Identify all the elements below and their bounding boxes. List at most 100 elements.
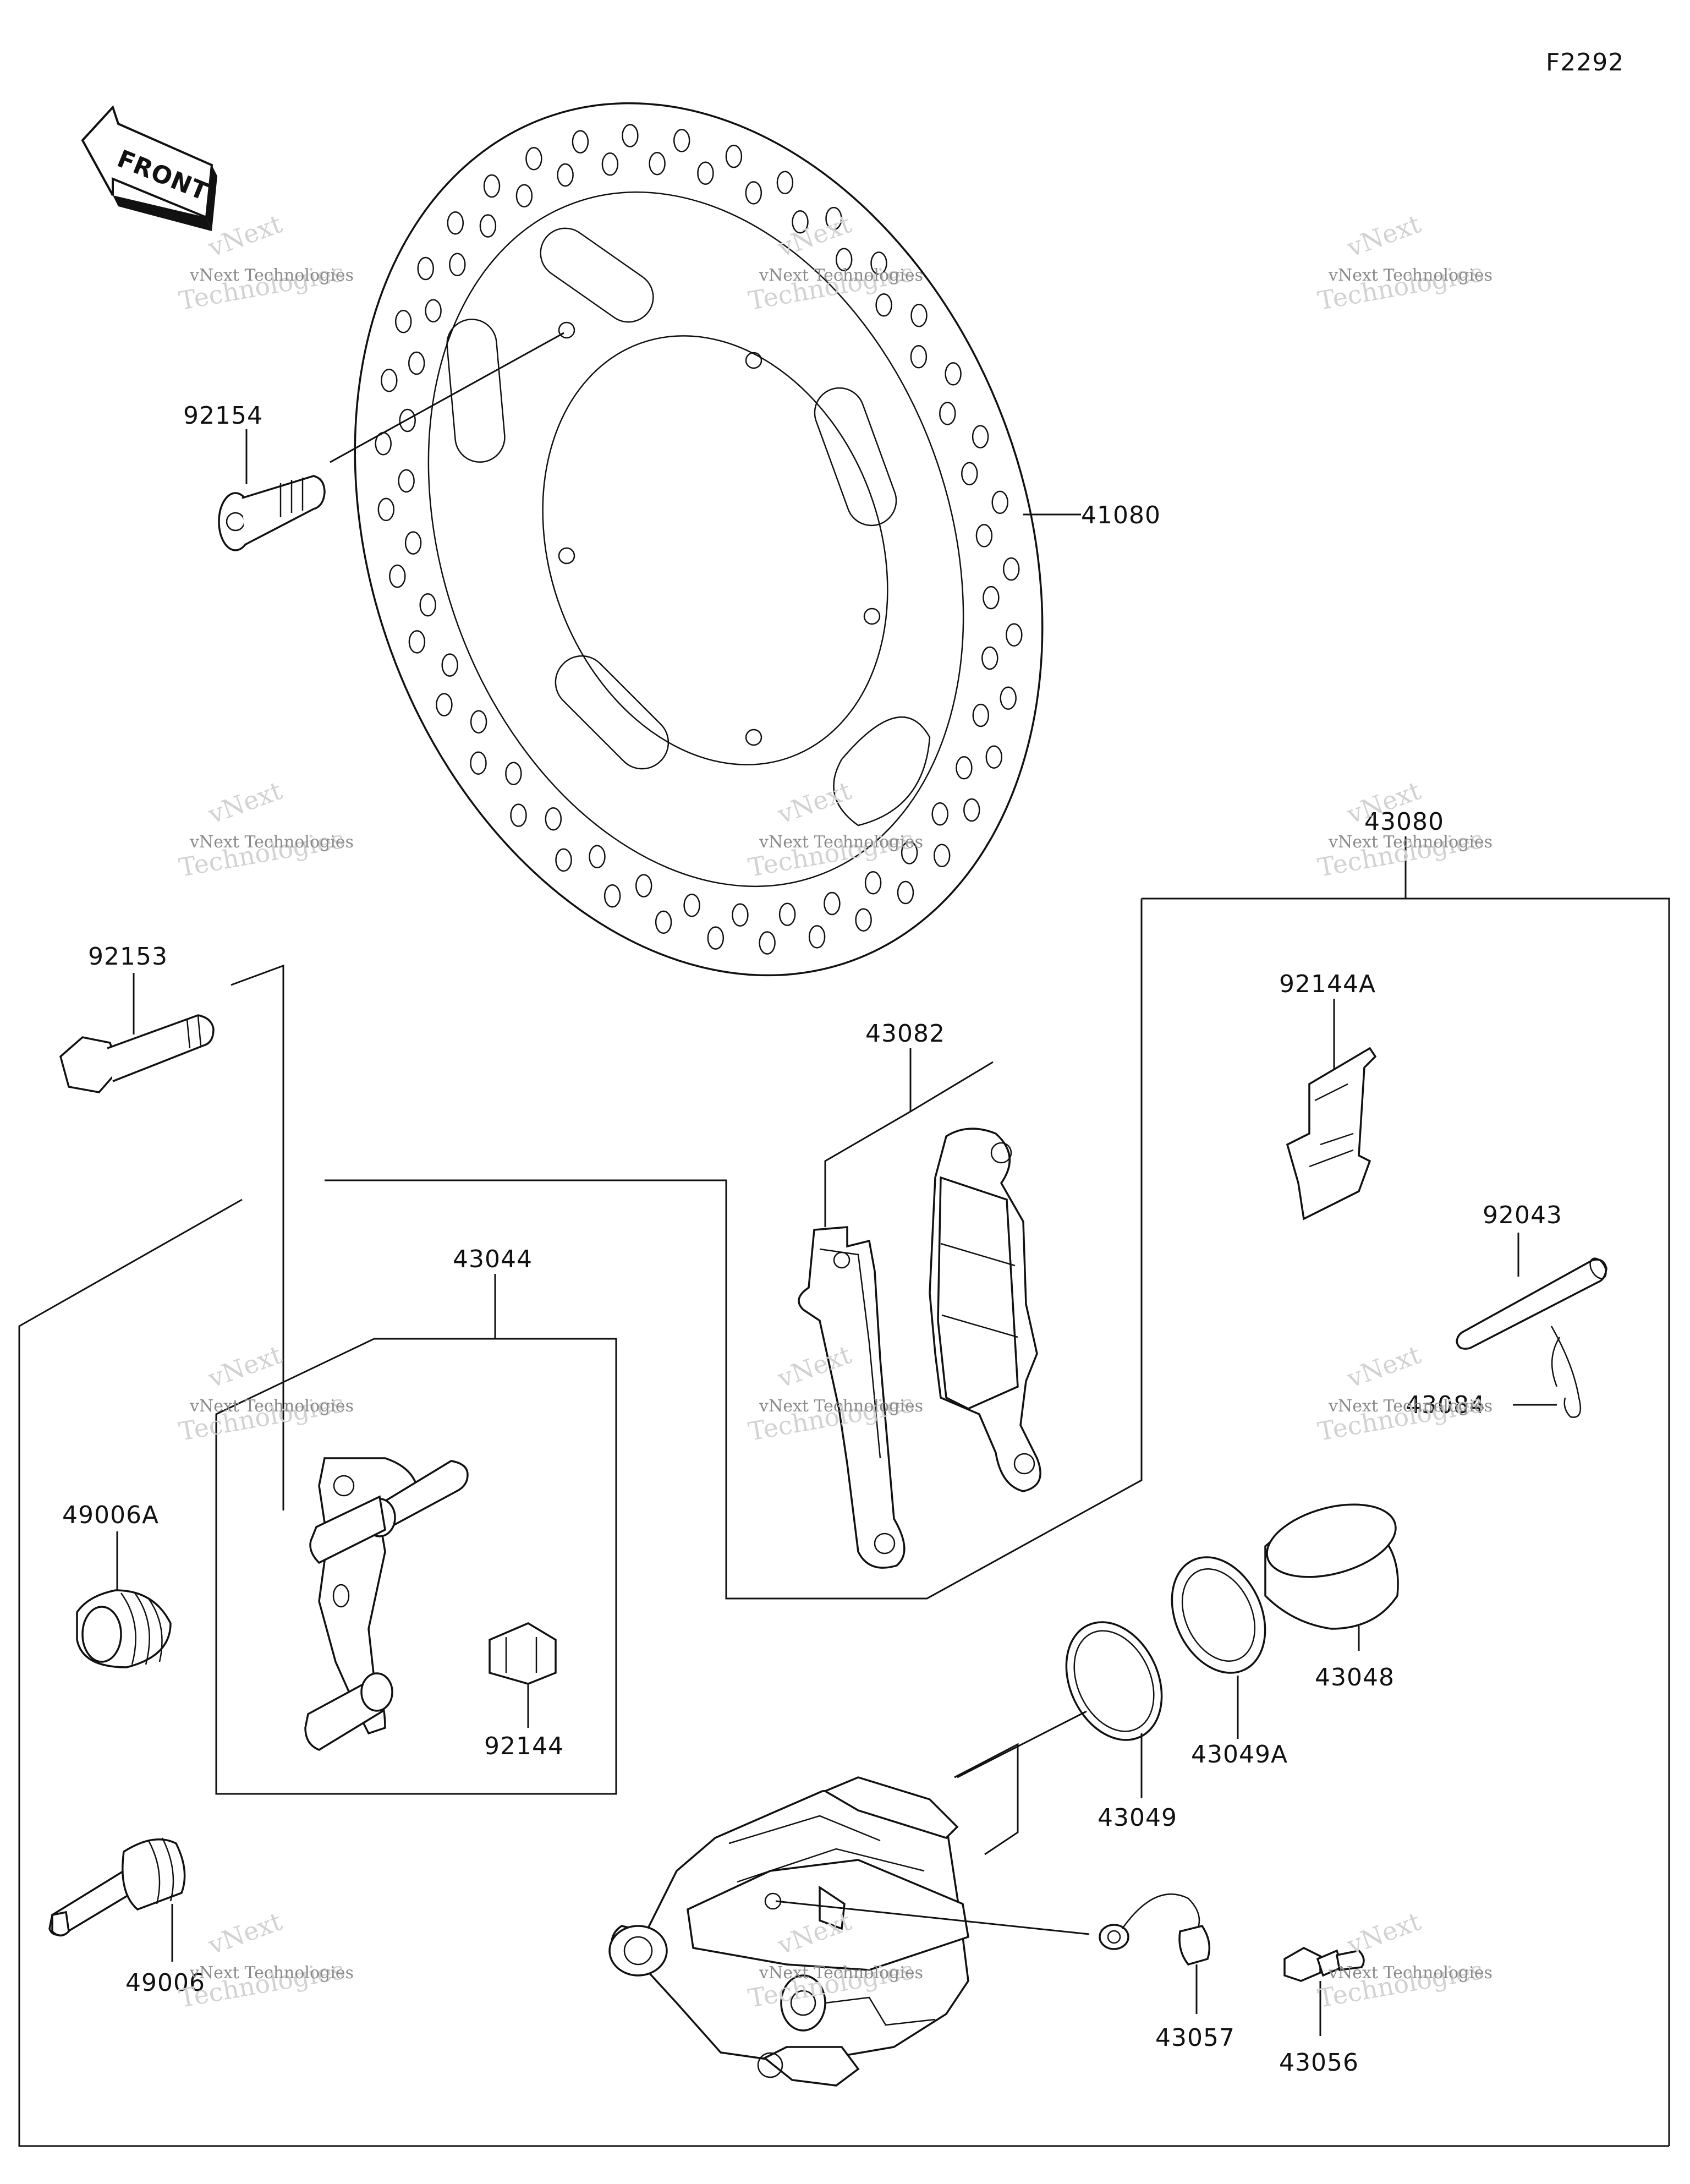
disc-hole <box>910 345 928 369</box>
brake-disc[interactable] <box>238 6 1160 1073</box>
label-43084: 43084 <box>1406 1391 1485 1419</box>
disc-hole <box>525 147 542 171</box>
pad-spring-92144[interactable] <box>489 1622 557 1685</box>
label-43080: 43080 <box>1364 808 1444 836</box>
watermark-vnext: vNext <box>1343 1339 1425 1393</box>
watermark-small: vNext Technologies <box>759 266 923 285</box>
rubber-boot-49006A[interactable] <box>76 1589 172 1668</box>
disc-hole <box>408 351 425 375</box>
pad-pin[interactable] <box>1456 1256 1609 1350</box>
leader-caliper-bleeder <box>775 1900 1090 1935</box>
disc-hole <box>855 908 872 932</box>
disc-hole <box>683 894 700 917</box>
leader-43082-a <box>824 1048 912 1227</box>
label-43057: 43057 <box>1155 2024 1235 2052</box>
slide-pin-boot-49006[interactable] <box>48 1837 186 1937</box>
disc-hole <box>381 369 398 392</box>
brake-pad-right[interactable] <box>929 1127 1041 1492</box>
disc-bolt[interactable] <box>218 475 326 551</box>
disc-hole <box>425 299 442 322</box>
watermark-small: vNext Technologies <box>1328 1397 1493 1416</box>
front-arrow-icon: FRONT <box>81 105 217 231</box>
label-49006A: 49006A <box>62 1501 159 1529</box>
label-43056: 43056 <box>1279 2049 1359 2077</box>
disc-hole <box>408 630 426 654</box>
watermark-small: vNext Technologies <box>1328 266 1493 285</box>
disc-hole <box>398 469 415 493</box>
disc-hole <box>975 524 993 548</box>
label-92144: 92144 <box>484 1732 564 1760</box>
label-92154: 92154 <box>183 402 263 430</box>
caliper-bracket[interactable] <box>304 1457 469 1751</box>
watermark-small: vNext Technologies <box>759 1963 923 1983</box>
leader-caliper-seal-line <box>957 1710 1087 1778</box>
watermark-small: vNext Technologies <box>189 1963 354 1983</box>
brake-pad-left[interactable] <box>798 1226 906 1569</box>
label-49006: 49006 <box>125 1969 205 1997</box>
dust-seal[interactable] <box>1154 1542 1283 1688</box>
disc-hole <box>776 171 794 195</box>
watermark-vnext: vNext <box>204 775 286 829</box>
disc-hole <box>961 462 978 486</box>
disc-hole <box>1006 623 1023 647</box>
disc-hole <box>1002 557 1020 581</box>
box-43044 <box>215 1338 617 1795</box>
disc-hole <box>981 646 998 670</box>
piston-seal[interactable] <box>1048 1607 1180 1756</box>
disc-hole <box>870 251 887 275</box>
disc-hole <box>875 293 892 317</box>
disc-hole <box>808 925 826 949</box>
disc-hole <box>972 703 990 727</box>
leader-caliper-seals <box>954 1743 1019 1855</box>
watermark-small: vNext Technologies <box>1328 833 1493 852</box>
disc-hole <box>945 362 962 386</box>
disc-hole <box>603 884 621 908</box>
piston[interactable] <box>1259 1492 1404 1630</box>
pad-spring-92144A[interactable] <box>1286 1047 1377 1220</box>
label-43049A: 43049A <box>1191 1740 1288 1769</box>
figure-code: F2292 <box>1546 48 1624 76</box>
leader-92153-line <box>231 964 284 1510</box>
pin-clip[interactable] <box>1550 1326 1582 1418</box>
box-43080-left <box>325 899 1143 1600</box>
watermark-small: vNext Technologies <box>189 266 354 285</box>
label-92153: 92153 <box>88 943 168 971</box>
box-43080-top <box>1142 897 1670 2146</box>
disc-hole <box>985 745 1003 769</box>
disc-hole <box>956 756 973 780</box>
disc-hole <box>835 248 853 272</box>
disc-hole <box>545 807 562 831</box>
caliper-body[interactable] <box>608 1776 969 2087</box>
label-43044: 43044 <box>453 1245 533 1273</box>
bleeder-cap[interactable] <box>1099 1893 1211 1966</box>
disc-hole <box>864 871 882 895</box>
label-43082: 43082 <box>865 1020 945 1048</box>
disc-hole <box>601 152 619 176</box>
disc-hole <box>479 214 497 238</box>
disc-hole <box>931 802 948 826</box>
disc-hole <box>394 310 412 333</box>
disc-hole <box>673 129 690 152</box>
bleeder-valve[interactable] <box>1283 1947 1365 1982</box>
disc-hole <box>725 144 743 168</box>
disc-hole <box>449 253 466 277</box>
caliper-mounting-bolt[interactable] <box>59 1014 215 1093</box>
disc-hole <box>910 304 928 327</box>
disc-hole <box>707 926 725 950</box>
disc-hole <box>404 531 422 555</box>
disc-hole <box>901 841 918 864</box>
label-41080: 41080 <box>1081 501 1161 529</box>
disc-hole <box>505 762 522 785</box>
disc-hole <box>622 124 639 147</box>
disc-hole <box>510 803 527 827</box>
watermark-vnext: vNext <box>1343 209 1425 262</box>
disc-hole <box>759 931 776 955</box>
disc-hole <box>972 425 989 448</box>
disc-hole <box>417 256 434 281</box>
label-92144A: 92144A <box>1279 970 1376 998</box>
label-43048: 43048 <box>1315 1663 1395 1692</box>
disc-hole <box>470 710 487 734</box>
disc-hole <box>436 693 453 716</box>
watermark-small: vNext Technologies <box>189 1397 354 1416</box>
disc-hole <box>963 798 980 822</box>
